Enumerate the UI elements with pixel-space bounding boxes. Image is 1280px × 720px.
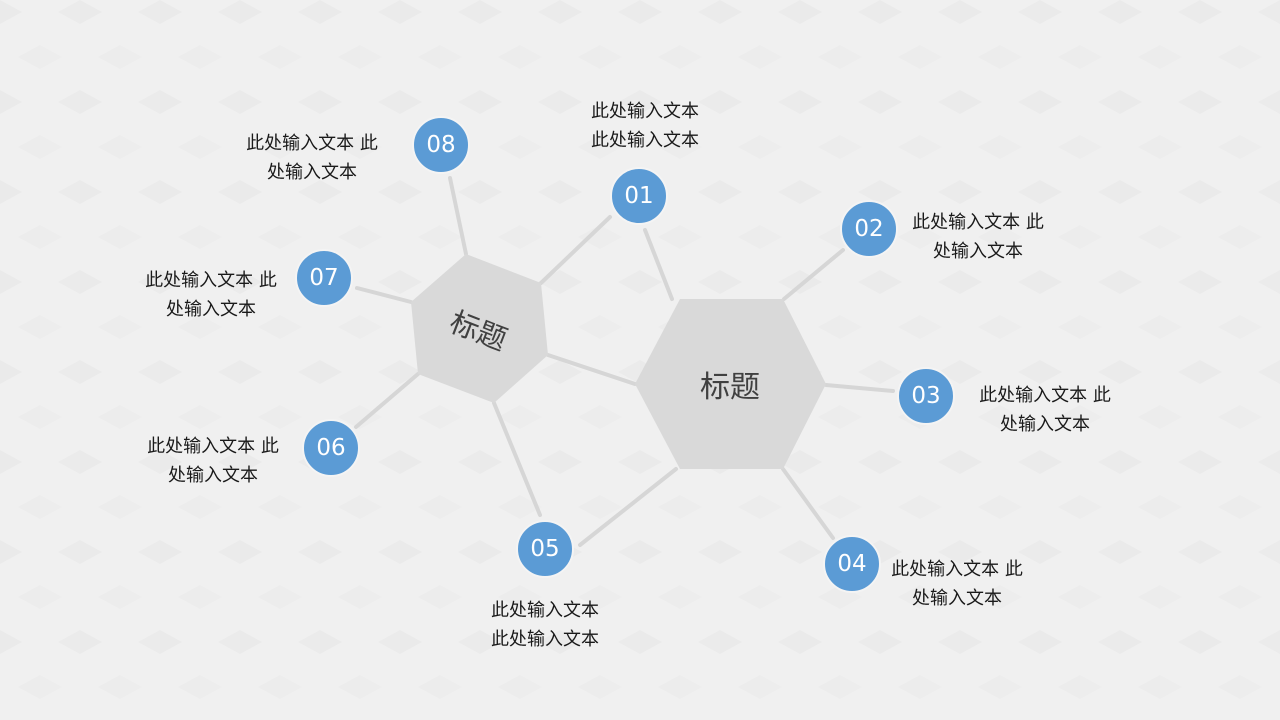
connector-01-small: [539, 215, 612, 285]
connector-04: [781, 467, 835, 540]
connector-05-small: [492, 401, 542, 517]
node-circle-02[interactable]: 02: [840, 200, 898, 258]
label-line: 此处输入文本: [591, 101, 699, 122]
label-line: 此处输入文本: [591, 130, 699, 151]
node-number: 03: [911, 383, 940, 409]
node-label-04[interactable]: 此处输入文本 此 处输入文本: [882, 555, 1032, 613]
node-circle-04[interactable]: 04: [823, 535, 881, 593]
node-label-05[interactable]: 此处输入文本 此处输入文本: [475, 596, 615, 654]
node-label-08[interactable]: 此处输入文本 此 处输入文本: [237, 129, 387, 187]
label-line: 此处输入文本 此: [891, 559, 1023, 580]
node-number: 04: [837, 551, 866, 577]
connector-01-main: [643, 228, 674, 301]
connector-03: [824, 383, 895, 393]
node-circle-05[interactable]: 05: [516, 520, 574, 578]
node-circle-03[interactable]: 03: [897, 367, 955, 425]
node-label-03[interactable]: 此处输入文本 此 处输入文本: [970, 381, 1120, 439]
node-number: 07: [309, 265, 338, 291]
node-label-07[interactable]: 此处输入文本 此 处输入文本: [136, 266, 286, 324]
connector-06: [354, 372, 420, 429]
label-line: 此处输入文本 此: [145, 270, 277, 291]
label-line: 此处输入文本: [491, 629, 599, 650]
label-line: 处输入文本: [166, 299, 256, 320]
node-circle-06[interactable]: 06: [302, 419, 360, 477]
label-line: 处输入文本: [1000, 414, 1090, 435]
connectors: [354, 176, 895, 547]
node-circle-01[interactable]: 01: [610, 167, 668, 225]
node-number: 02: [854, 216, 883, 242]
node-circle-07[interactable]: 07: [295, 249, 353, 307]
node-number: 05: [530, 536, 559, 562]
node-number: 01: [624, 183, 653, 209]
node-number: 08: [426, 132, 455, 158]
main-hexagon-title[interactable]: 标题: [700, 370, 760, 405]
label-line: 此处输入文本 此: [979, 385, 1111, 406]
label-line: 此处输入文本 此: [147, 436, 279, 457]
node-label-06[interactable]: 此处输入文本 此 处输入文本: [138, 432, 288, 490]
connector-08: [448, 176, 468, 256]
label-line: 处输入文本: [168, 465, 258, 486]
label-line: 处输入文本: [267, 162, 357, 183]
label-line: 处输入文本: [912, 588, 1002, 609]
label-line: 此处输入文本 此: [912, 212, 1044, 233]
label-line: 此处输入文本 此: [246, 133, 378, 154]
connector-07: [355, 286, 413, 304]
node-circle-08[interactable]: 08: [412, 116, 470, 174]
label-line: 处输入文本: [933, 241, 1023, 262]
connector-05-main: [578, 467, 678, 547]
connector-hex-link: [546, 353, 637, 386]
node-number: 06: [316, 435, 345, 461]
node-label-02[interactable]: 此处输入文本 此 处输入文本: [903, 208, 1053, 266]
label-line: 此处输入文本: [491, 600, 599, 621]
secondary-hexagon: [411, 254, 548, 403]
connector-02: [782, 248, 845, 301]
node-label-01[interactable]: 此处输入文本 此处输入文本: [575, 97, 715, 155]
main-hexagon: [635, 299, 826, 469]
